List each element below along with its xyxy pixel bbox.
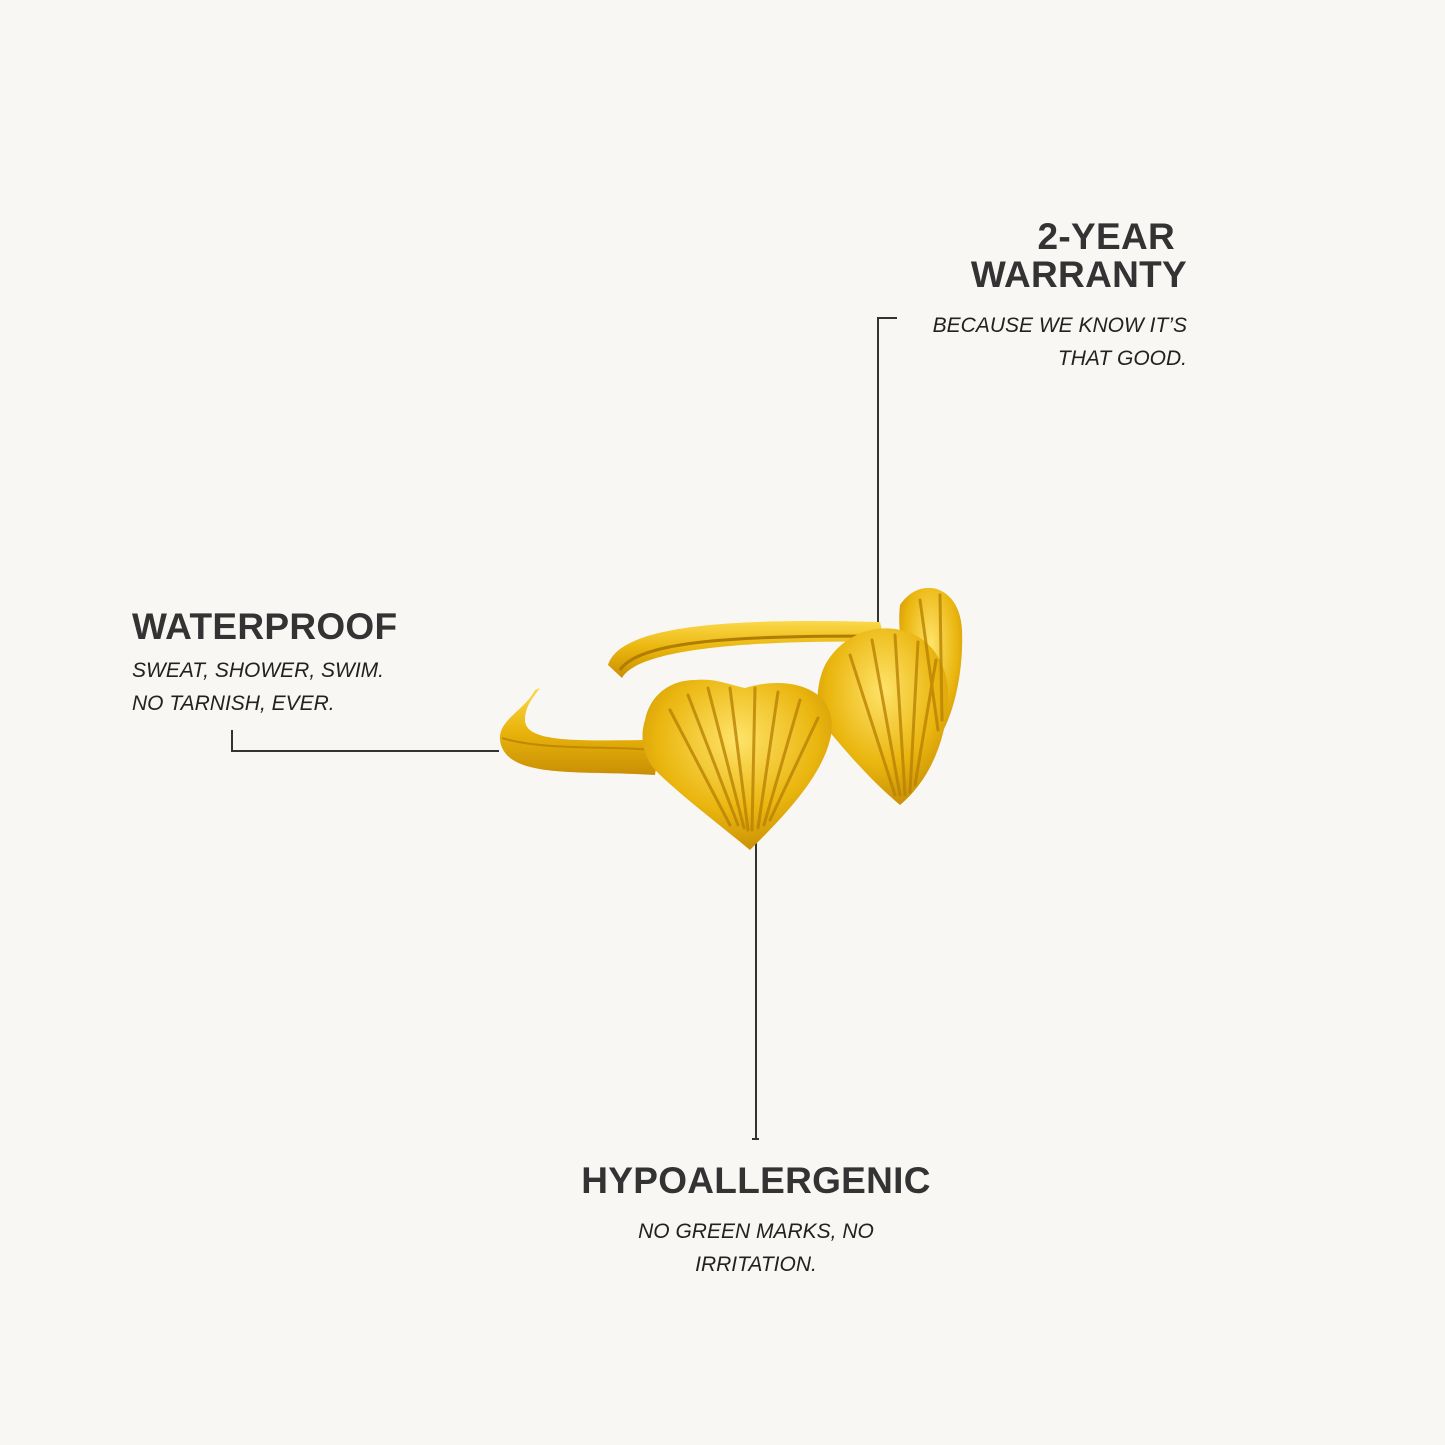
warranty-title-line2: WARRANTY bbox=[970, 254, 1187, 295]
hypoallergenic-subtitle: NO GREEN MARKS, NO IRRITATION. bbox=[556, 1215, 956, 1281]
warranty-title-line1: 2-YEAR bbox=[1037, 216, 1175, 257]
gold-shell-ring-image bbox=[499, 587, 963, 850]
warranty-leader-line-h bbox=[877, 317, 897, 319]
waterproof-subtitle-line1: SWEAT, SHOWER, SWIM. bbox=[132, 659, 385, 682]
warranty-subtitle: BECAUSE WE KNOW IT’S THAT GOOD. bbox=[933, 309, 1187, 375]
shell-front bbox=[642, 679, 832, 850]
warranty-subtitle-line2: THAT GOOD. bbox=[1057, 347, 1187, 370]
hypoallergenic-leader-line-v bbox=[755, 840, 757, 1139]
ring-front-band bbox=[499, 688, 660, 775]
waterproof-title: WATERPROOF bbox=[132, 606, 398, 647]
warranty-title: 2-YEAR WARRANTY bbox=[971, 218, 1187, 294]
hypoallergenic-subtitle-line1: NO GREEN MARKS, NO bbox=[638, 1220, 874, 1243]
hypoallergenic-title: HYPOALLERGENIC bbox=[581, 1160, 931, 1201]
waterproof-leader-line-v bbox=[231, 730, 233, 751]
hypoallergenic-subtitle-line2: IRRITATION. bbox=[695, 1253, 817, 1276]
waterproof-subtitle-line2: NO TARNISH, EVER. bbox=[132, 692, 335, 715]
warranty-subtitle-line1: BECAUSE WE KNOW IT’S bbox=[932, 314, 1187, 337]
waterproof-leader-line-h bbox=[231, 750, 499, 752]
warranty-leader-line-v bbox=[877, 317, 879, 625]
waterproof-subtitle: SWEAT, SHOWER, SWIM. NO TARNISH, EVER. bbox=[132, 654, 384, 720]
hypoallergenic-leader-tick bbox=[752, 1138, 759, 1140]
